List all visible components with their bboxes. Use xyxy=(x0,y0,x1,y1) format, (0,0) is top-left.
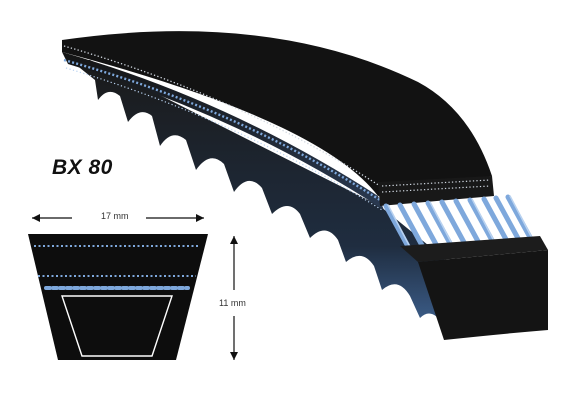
product-title: BX 80 xyxy=(52,156,113,179)
belt-end-block xyxy=(418,250,548,340)
cross-section-inner-trapezoid xyxy=(61,295,173,357)
belt-cog-profile xyxy=(70,60,444,326)
belt-end-dots-lower xyxy=(381,185,491,193)
belt-end-block-top xyxy=(400,236,548,262)
v-belt-cross-section-icon xyxy=(28,234,208,360)
height-label: 11 mm xyxy=(219,298,246,308)
belt-dot-row-low xyxy=(65,67,383,211)
belt-dot-row-mid xyxy=(63,58,381,202)
belt-top-surface xyxy=(62,31,492,197)
top-width-label: 17 mm xyxy=(101,211,129,221)
tension-cords xyxy=(383,194,535,253)
height-arrow xyxy=(230,236,238,360)
width-arrow xyxy=(32,214,204,222)
belt-end-face xyxy=(378,176,494,206)
belt-end-dots xyxy=(381,179,491,187)
